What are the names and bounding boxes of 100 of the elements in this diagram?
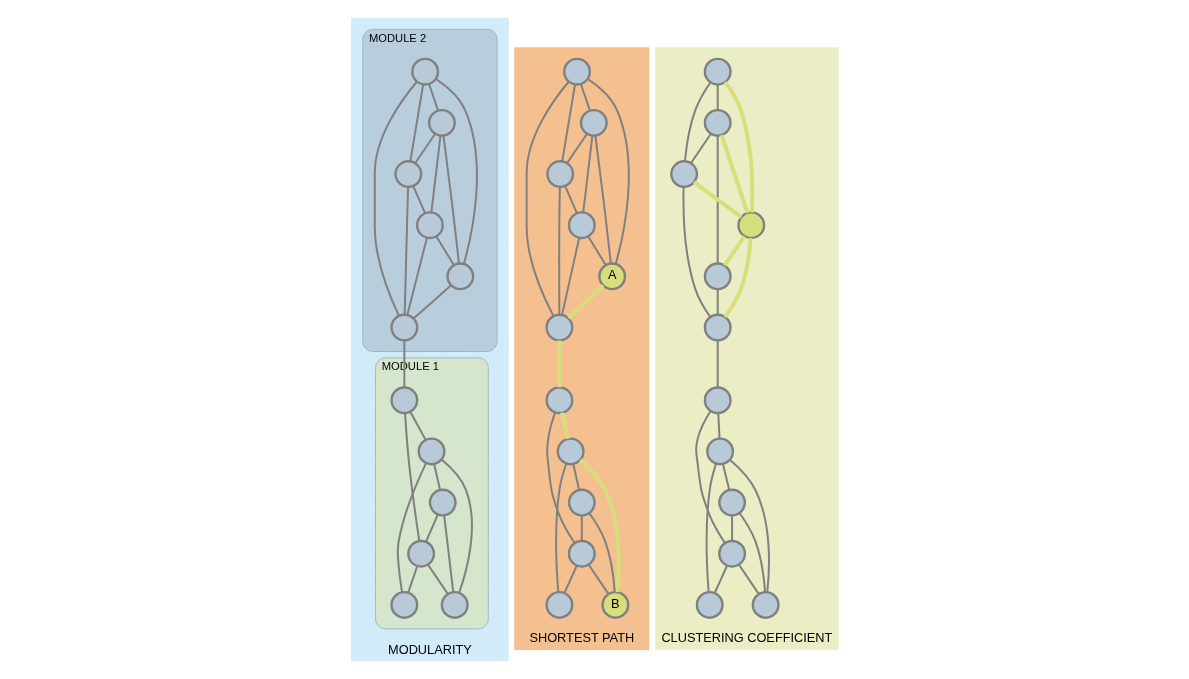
connector — [579, 83, 591, 112]
node-circle — [440, 590, 469, 619]
connector — [587, 563, 609, 595]
node-circle — [705, 437, 734, 466]
connector — [560, 83, 576, 163]
node-circle — [695, 590, 724, 619]
connector — [396, 462, 427, 593]
connector — [442, 514, 454, 594]
connector — [578, 458, 621, 593]
connector — [554, 462, 567, 593]
connector — [723, 80, 754, 213]
connector — [721, 462, 730, 491]
connector — [565, 132, 588, 164]
node-circle — [415, 211, 444, 240]
node-circle — [703, 57, 732, 86]
node-circle — [579, 108, 608, 137]
connector — [412, 284, 452, 320]
connector — [411, 185, 426, 215]
node-circle — [703, 386, 732, 415]
connector — [373, 80, 418, 317]
connector — [560, 236, 580, 316]
connector — [426, 563, 449, 595]
connector — [405, 236, 428, 316]
connector — [434, 235, 455, 267]
connector — [556, 340, 561, 388]
connector — [716, 134, 719, 265]
node-circle — [428, 488, 457, 517]
node-circle — [669, 160, 698, 188]
node-circle — [751, 590, 780, 619]
node-circle — [703, 108, 732, 137]
node-circle — [427, 108, 456, 137]
connector — [593, 134, 612, 265]
connector — [442, 134, 460, 265]
connector — [563, 185, 578, 215]
connector — [402, 339, 405, 389]
node-circle: B — [600, 590, 629, 619]
connector — [716, 412, 720, 440]
connector — [559, 412, 570, 440]
connector — [692, 180, 742, 219]
connector — [728, 458, 770, 593]
connector — [586, 235, 607, 267]
connector — [432, 462, 441, 491]
connector — [713, 564, 728, 594]
node-circle — [544, 386, 573, 415]
node-circle — [389, 590, 418, 619]
connector — [716, 83, 719, 111]
node-circle — [389, 386, 418, 415]
connector — [716, 288, 719, 316]
node-circle — [703, 262, 732, 291]
connector — [716, 339, 719, 389]
connector — [738, 512, 766, 594]
connector — [429, 134, 441, 214]
cluster: MODULE 2 — [361, 28, 497, 352]
connector — [413, 132, 436, 164]
connector — [586, 78, 630, 265]
node-circle — [406, 539, 435, 568]
node-circle — [389, 313, 418, 342]
connector — [566, 284, 605, 320]
connector — [571, 462, 580, 491]
node-circle — [567, 211, 596, 240]
node-circle — [556, 437, 585, 466]
node-circle — [567, 539, 596, 568]
connector — [563, 564, 578, 594]
connector — [545, 411, 576, 544]
node-circle — [717, 539, 746, 568]
node-circle — [544, 590, 573, 619]
connector — [440, 458, 473, 594]
connector — [705, 462, 717, 593]
node-circle — [545, 160, 574, 188]
connector — [406, 565, 418, 594]
connector — [403, 186, 409, 316]
connector — [557, 186, 561, 316]
connector — [424, 513, 439, 543]
connector — [427, 83, 439, 112]
node-circle — [736, 211, 765, 240]
node-circle — [393, 160, 422, 188]
node-circle — [410, 57, 439, 86]
node-circle — [562, 57, 591, 86]
connector — [683, 81, 711, 163]
connector — [525, 80, 570, 317]
connector — [587, 512, 616, 594]
connector — [719, 134, 749, 214]
connector — [722, 235, 746, 267]
connector — [408, 410, 427, 441]
node-circle — [544, 313, 573, 342]
connector — [403, 412, 420, 542]
node-circle: A — [597, 262, 626, 291]
node-circle — [717, 488, 746, 517]
connector — [730, 514, 733, 542]
connector — [408, 83, 424, 163]
connector — [723, 237, 753, 319]
connector — [694, 410, 726, 544]
connector — [681, 185, 711, 318]
node-circle — [417, 437, 445, 466]
connector — [737, 563, 760, 595]
node-circle — [703, 313, 732, 342]
cluster: MODULE 1 — [374, 357, 489, 630]
node-circle — [445, 262, 474, 291]
node-circle — [567, 488, 596, 517]
connector — [580, 514, 583, 542]
